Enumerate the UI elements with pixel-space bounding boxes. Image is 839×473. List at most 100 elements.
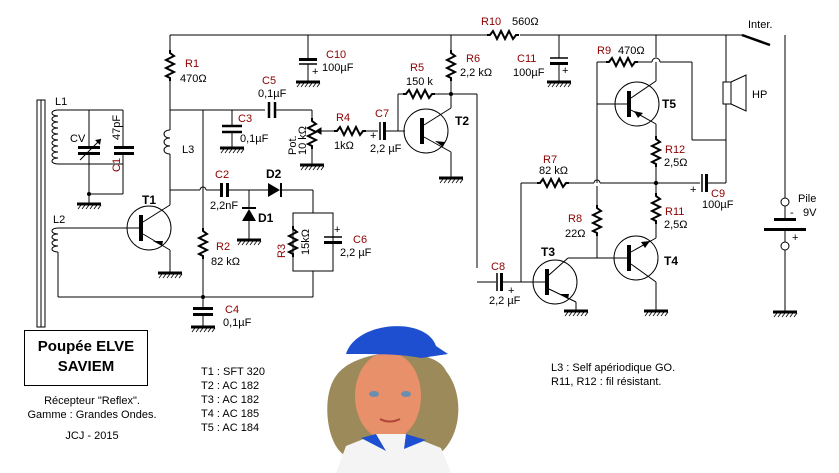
t5-label: T5 — [662, 97, 676, 111]
diode-d2: D2 — [266, 167, 313, 197]
r1-label: R1 — [185, 58, 199, 70]
c3-value: 0,1µF — [240, 133, 269, 145]
capacitor-c3: C3 0,1µF — [218, 110, 269, 155]
note-item: L3 : Self apériodique GO. — [551, 362, 676, 374]
capacitor-c2: C2 2,2nF — [210, 169, 268, 212]
loudspeaker: HP — [722, 74, 767, 112]
resistor-r4: R4 1kΩ — [333, 112, 367, 152]
resistor-r8: R8 22Ω — [565, 204, 602, 258]
pot-value: 10 kΩ — [297, 126, 309, 155]
inductor-l2: L2 — [51, 214, 65, 253]
battery-minus: - — [790, 207, 794, 219]
switch-lever — [741, 33, 771, 47]
c9-label: C9 — [711, 188, 725, 200]
r8-value: 22Ω — [565, 228, 585, 240]
transistor-t1: T1 — [126, 190, 184, 280]
r12-value: 2,5Ω — [664, 157, 688, 169]
transistor-list: T1 : SFT 320 T2 : AC 182 T3 : AC 182 T4 … — [201, 365, 265, 435]
c7-value: 2,2 µF — [370, 143, 402, 155]
battery-label: Pile — [798, 193, 816, 205]
r8-label: R8 — [568, 213, 582, 225]
c6-value: 2,2 µF — [340, 247, 372, 259]
description-line2: Gamme : Grandes Ondes. — [27, 409, 157, 421]
r5-label: R5 — [410, 62, 424, 74]
r11-label: R11 — [665, 206, 684, 218]
diode-d1: D1 — [235, 190, 274, 247]
variable-capacitor-cv: CV — [70, 110, 103, 211]
l1-label: L1 — [55, 96, 67, 108]
note-item: R11, R12 : fil résistant. — [551, 376, 662, 388]
c7-label: C7 — [375, 108, 389, 120]
cv-label: CV — [70, 133, 86, 145]
doll-photo — [327, 326, 459, 473]
resistor-r1: R1 470Ω — [165, 35, 207, 110]
battery-plus: + — [792, 232, 798, 244]
switch-label: Inter. — [748, 19, 772, 31]
d2-label: D2 — [266, 167, 282, 181]
c8-label: C8 — [491, 261, 505, 273]
capacitor-c8: + C8 2,2 µF — [477, 261, 531, 307]
transistor-t4: T4 — [613, 235, 678, 318]
c6-label: C6 — [353, 234, 367, 246]
pot-label: Pot. — [287, 135, 299, 155]
l2-label: L2 — [53, 214, 65, 226]
r7-label: R7 — [543, 154, 557, 166]
description: Récepteur "Reflex". Gamme : Grandes Onde… — [12, 394, 172, 443]
c8-plus: + — [508, 285, 514, 297]
r2-label: R2 — [216, 241, 230, 253]
resistor-r7: R7 82 kΩ — [521, 154, 594, 188]
capacitor-c5: C5 0,1µF — [258, 75, 287, 118]
description-line1: Récepteur "Reflex". — [44, 395, 140, 407]
doll-hat — [346, 326, 448, 358]
r10-label: R10 — [481, 16, 501, 28]
top-rail — [170, 33, 786, 62]
capacitor-c11: + C11 100µF — [513, 35, 573, 89]
title-line2: SAVIEM — [57, 358, 115, 375]
resistor-r11: R11 2,5Ω — [651, 183, 688, 238]
potentiometer: Pot. 10 kΩ — [287, 110, 326, 172]
c1-value: 47pF — [111, 115, 123, 140]
battery: Pile - 9V + — [764, 62, 817, 319]
resistor-r5: R5 150 k — [397, 62, 451, 131]
title-box: Poupée ELVE SAVIEM — [24, 330, 148, 386]
c5-label: C5 — [262, 75, 276, 87]
c9-value: 100µF — [702, 199, 734, 211]
r9-value: 470Ω — [618, 45, 645, 57]
t2-label: T2 — [455, 114, 469, 128]
r2-value: 82 kΩ — [211, 256, 240, 268]
c1-label: C1 — [111, 158, 123, 172]
r11-value: 2,5Ω — [664, 219, 688, 231]
capacitor-c1: 47pF C1 — [89, 110, 134, 195]
c4-value: 0,1µF — [223, 317, 252, 329]
c10-plus: + — [312, 66, 318, 78]
t3-label: T3 — [541, 245, 555, 259]
r5-value: 150 k — [406, 76, 433, 88]
capacitor-c9: + C9 100µF — [690, 174, 734, 211]
ferrite-rod — [36, 99, 46, 328]
transistor-t2: T2 — [403, 107, 469, 185]
resistor-r2: R2 82 kΩ — [198, 227, 240, 297]
resistor-r6: R6 2,2 kΩ — [446, 35, 492, 82]
c2-label: C2 — [215, 169, 229, 181]
t1-label: T1 — [142, 193, 156, 207]
transistor-item: T1 : SFT 320 — [201, 366, 265, 378]
notes: L3 : Self apériodique GO. R11, R12 : fil… — [551, 361, 675, 389]
transistor-item: T3 : AC 182 — [201, 394, 260, 406]
battery-value: 9V — [803, 207, 817, 219]
resistor-r3: R3 15kΩ — [276, 225, 312, 258]
author: JCJ - 2015 — [65, 430, 119, 442]
capacitor-c6: + C6 2,2 µF — [324, 224, 372, 259]
c7-plus: + — [370, 130, 376, 142]
r9-label: R9 — [597, 45, 611, 57]
r1-value: 470Ω — [180, 73, 207, 85]
capacitor-c4: C4 0,1µF — [189, 297, 252, 334]
c9-plus: + — [690, 184, 696, 196]
c10-label: C10 — [326, 49, 346, 61]
r6-value: 2,2 kΩ — [460, 67, 492, 79]
r3-label: R3 — [276, 244, 288, 258]
c11-label: C11 — [517, 53, 536, 65]
r4-label: R4 — [336, 112, 350, 124]
transistor-item: T4 : AC 185 — [201, 408, 260, 420]
doll-shirt — [336, 434, 451, 473]
resistor-r9: R9 470Ω — [597, 45, 692, 67]
